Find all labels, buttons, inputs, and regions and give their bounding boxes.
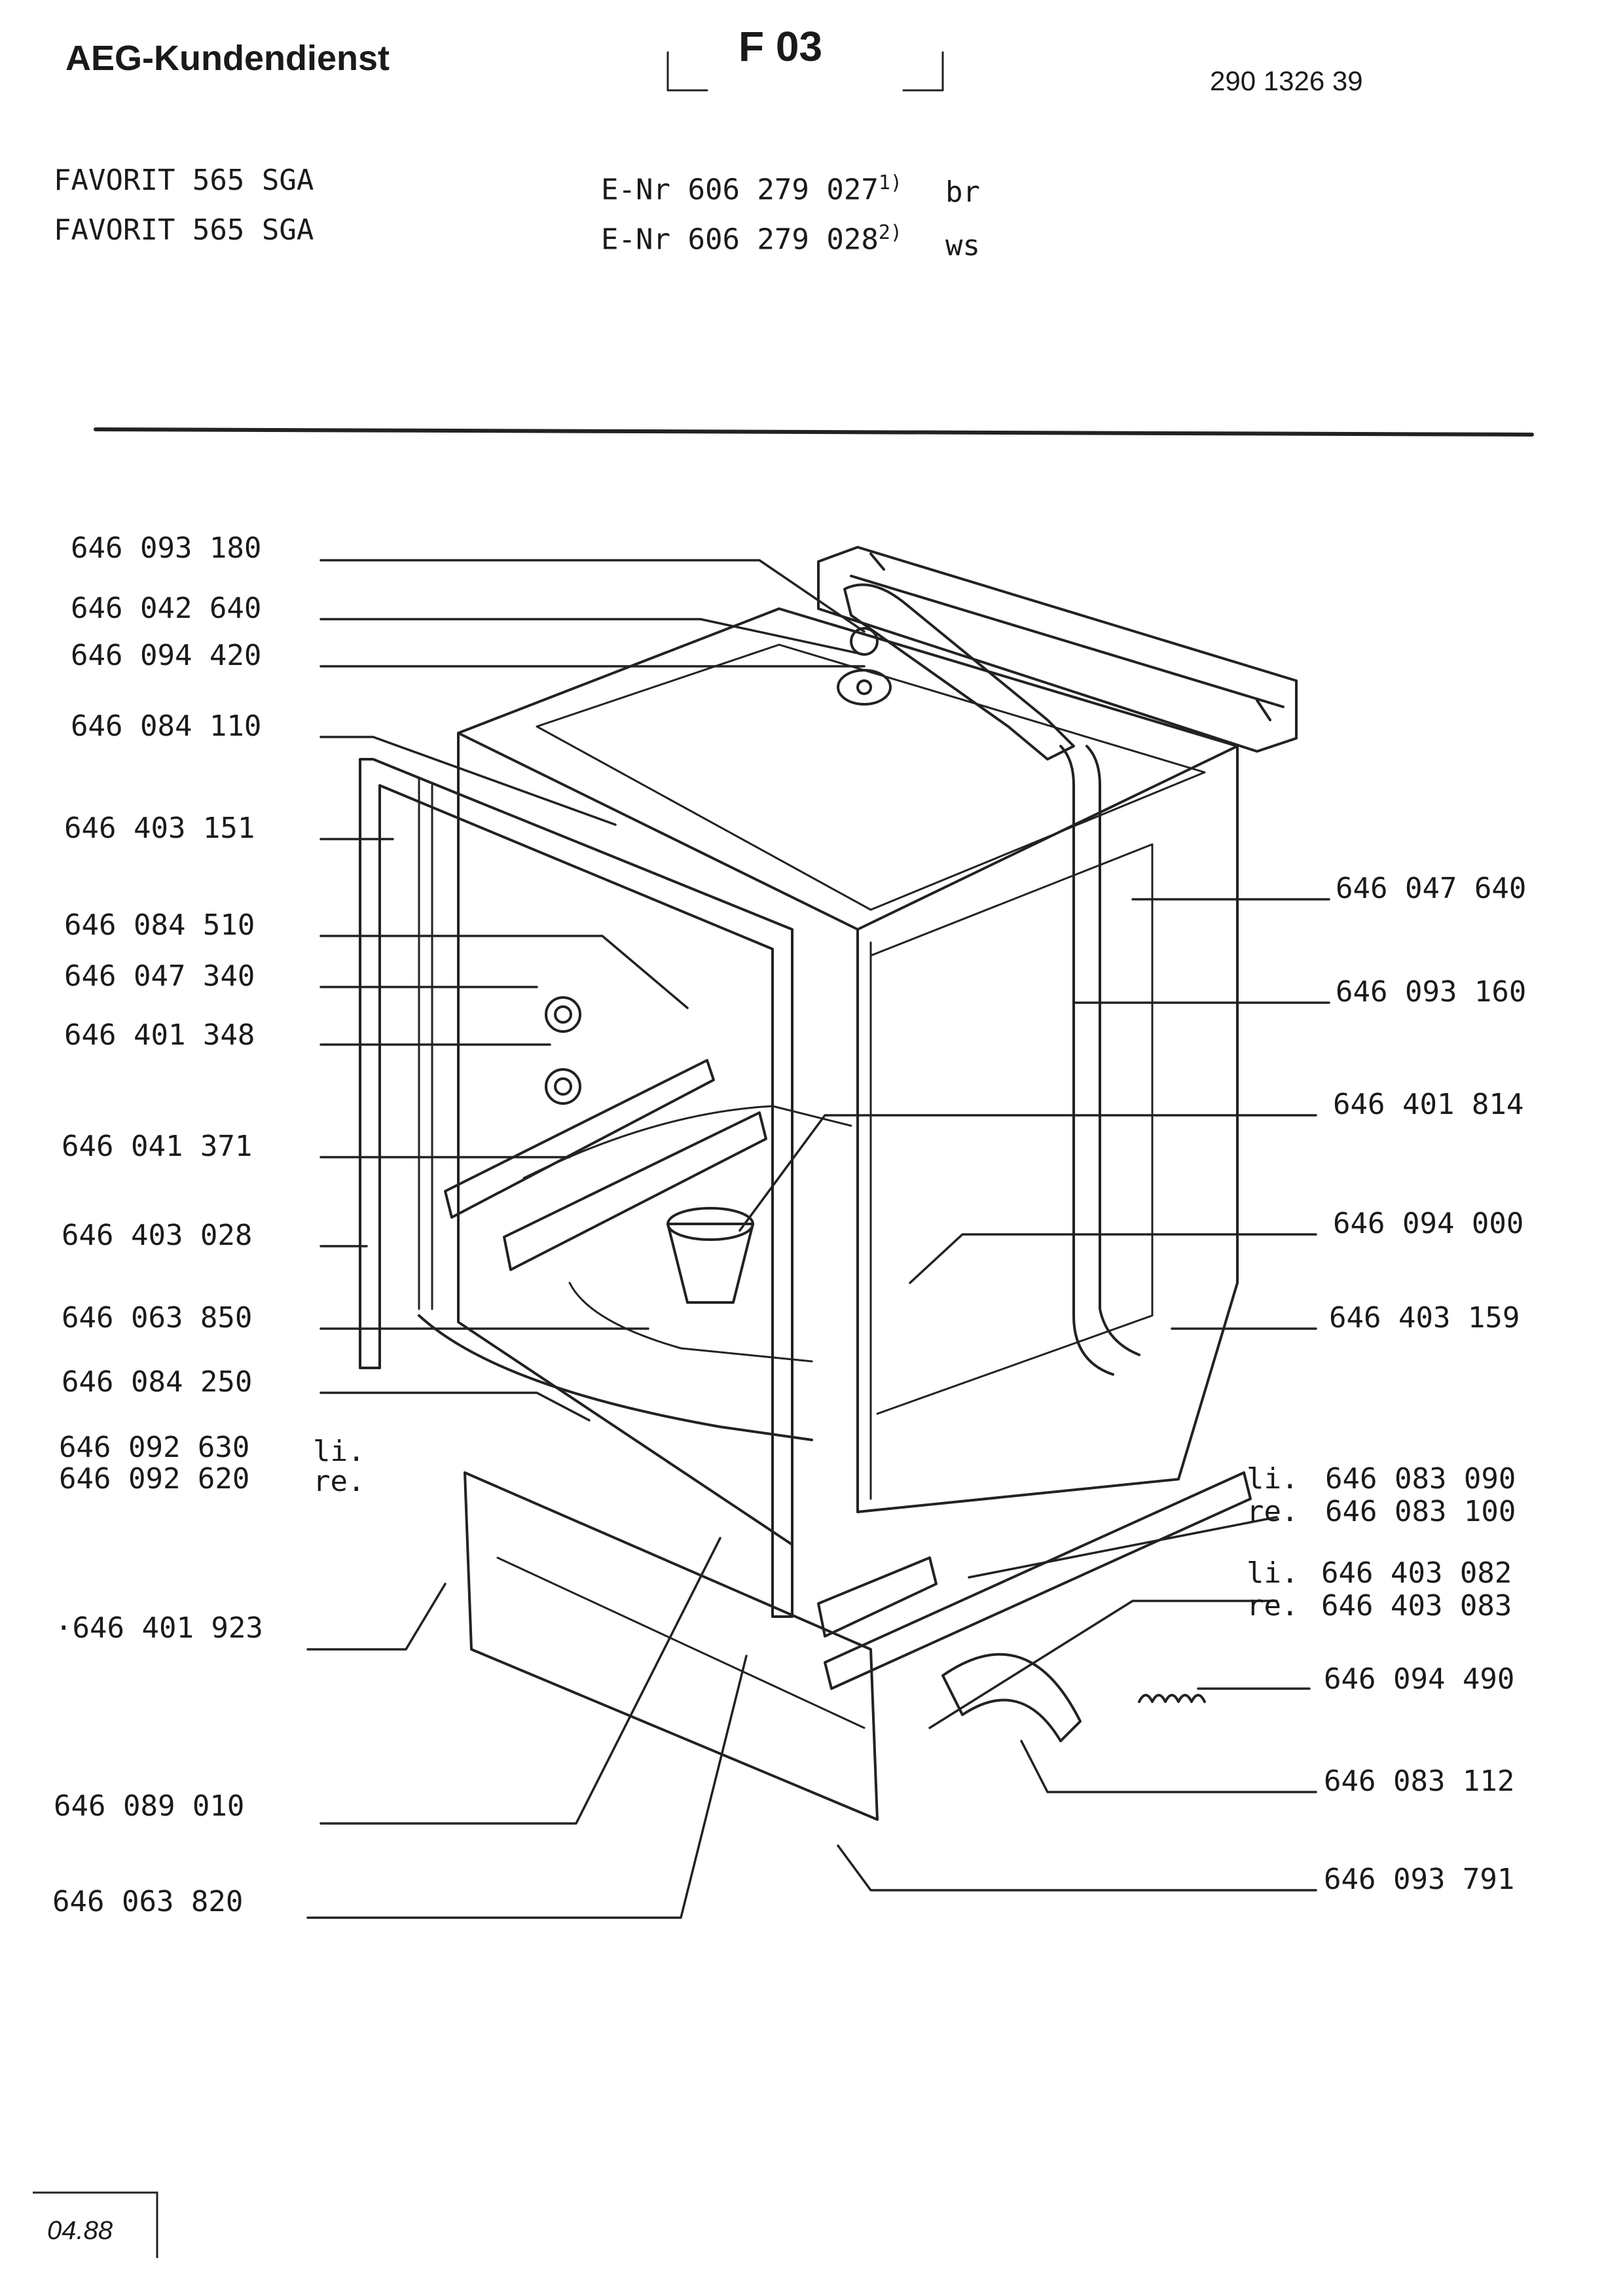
part-label-left: 646 089 010 <box>54 1789 245 1823</box>
part-label-right: 646 403 083 <box>1321 1589 1512 1623</box>
part-label-right: 646 083 090 <box>1325 1462 1516 1496</box>
enr-prefix-2: E-Nr <box>601 223 670 257</box>
leader-lines-right <box>739 898 1330 1892</box>
part-label-left: 646 063 820 <box>52 1885 244 1918</box>
part-number: 646 401 923 <box>72 1611 263 1645</box>
part-label-right: 646 094 000 <box>1333 1207 1524 1240</box>
part-label-left: 646 084 510 <box>64 908 255 942</box>
model-enr-1: E-Nr 606 279 0271) <box>601 171 902 207</box>
part-label-right: 646 083 112 <box>1324 1765 1515 1798</box>
part-side-left: re. <box>313 1465 365 1498</box>
top-hose <box>837 583 1140 1376</box>
valves <box>545 996 581 1105</box>
part-label-left: 646 403 028 <box>62 1219 253 1252</box>
top-mounting-rail <box>817 546 1298 753</box>
enr-number-1: 606 279 027 <box>687 173 879 207</box>
part-label-left: 646 084 250 <box>62 1365 253 1399</box>
sheet-bracket <box>666 51 944 92</box>
brand-title: AEG-Kundendienst <box>65 39 390 78</box>
part-side-right: re. <box>1247 1495 1299 1528</box>
part-label-left: 646 063 850 <box>62 1301 253 1335</box>
part-label-right: 646 403 082 <box>1321 1556 1512 1590</box>
enr-note-1: 1) <box>878 171 902 194</box>
date-box <box>33 2191 158 2258</box>
part-label-left: 646 041 371 <box>62 1130 253 1163</box>
part-side-right: re. <box>1247 1589 1299 1623</box>
part-label-right: 646 093 160 <box>1336 975 1527 1009</box>
model-color-1: br <box>945 175 980 209</box>
guide-rails <box>444 1059 1252 1690</box>
part-label-right: 646 401 814 <box>1333 1088 1524 1121</box>
part-side-right: li. <box>1247 1462 1299 1496</box>
part-label-left: 646 092 630 <box>59 1431 250 1464</box>
revision-date: 04.88 <box>47 2216 113 2245</box>
part-label-left: 646 042 640 <box>71 592 262 625</box>
leader-lines-left <box>306 559 866 1919</box>
part-label-right: 646 094 490 <box>1324 1662 1515 1696</box>
base-plinth <box>464 1471 879 1821</box>
part-label-left: ·646 401 923 <box>55 1611 263 1645</box>
part-label-right: 646 047 640 <box>1336 872 1527 905</box>
part-label-left: 646 047 340 <box>64 960 255 993</box>
part-label-right: 646 093 791 <box>1324 1863 1515 1896</box>
model-color-2: ws <box>945 229 980 262</box>
header-rule <box>94 427 1534 437</box>
filter-cup <box>666 1207 754 1304</box>
hinge-bracket <box>941 1653 1082 1742</box>
part-label-left: 646 403 151 <box>64 812 255 845</box>
part-label-left: 646 084 110 <box>71 709 262 743</box>
part-label-left: 646 094 420 <box>71 639 262 672</box>
enr-prefix-1: E-Nr <box>601 173 670 207</box>
part-label-left: 646 093 180 <box>71 531 262 565</box>
part-side-left: li. <box>313 1435 365 1468</box>
part-label-left: 646 092 620 <box>59 1462 250 1496</box>
part-label-right: 646 403 159 <box>1329 1301 1520 1335</box>
document-number: 290 1326 39 <box>1210 65 1363 96</box>
model-enr-2: E-Nr 606 279 0282) <box>601 221 902 257</box>
sheet-label: F 03 <box>739 23 823 70</box>
spring <box>1138 1694 1206 1703</box>
part-side-right: li. <box>1247 1556 1299 1590</box>
model-name-2: FAVORIT 565 SGA <box>54 213 314 247</box>
enr-note-2: 2) <box>878 221 902 244</box>
part-label-right: 646 083 100 <box>1325 1495 1516 1528</box>
dishwasher-cabinet <box>418 607 1239 1546</box>
part-label-left: 646 401 348 <box>64 1018 255 1052</box>
model-name-1: FAVORIT 565 SGA <box>54 164 314 197</box>
front-frame <box>359 758 793 1618</box>
enr-number-2: 606 279 028 <box>687 223 879 257</box>
